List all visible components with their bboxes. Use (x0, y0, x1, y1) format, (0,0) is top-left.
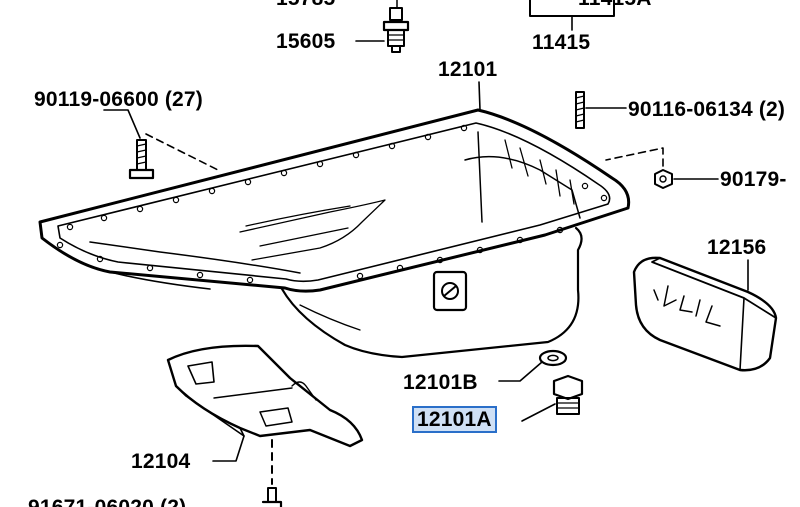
bolt-91671-illustration (261, 439, 283, 507)
washer-12101b-illustration (538, 349, 568, 367)
callout-12101b[interactable]: 12101B (403, 371, 478, 394)
callout-12101[interactable]: 12101 (438, 58, 498, 81)
callout-90179[interactable]: 90179- (720, 168, 787, 191)
callout-top-partial-right[interactable]: 11415A (578, 0, 652, 9)
gasket-11415-illustration (529, 0, 615, 31)
baffle-12156-illustration (632, 256, 778, 372)
drain-plug-12101a-illustration (552, 374, 584, 415)
callout-90116-06134[interactable]: 90116-06134 (2) (628, 98, 786, 121)
stud-90116-illustration (575, 91, 585, 129)
callout-top-partial-left[interactable]: 15785 (276, 0, 335, 9)
strainer-12104-illustration (166, 344, 364, 448)
callout-12156[interactable]: 12156 (707, 236, 767, 259)
bolt-15605-illustration (382, 0, 410, 53)
callout-12101a-selected[interactable]: 12101A (412, 406, 497, 433)
callout-90119-06600[interactable]: 90119-06600 (27) (34, 88, 204, 111)
callout-12104[interactable]: 12104 (131, 450, 191, 473)
leader-lines (103, 40, 749, 462)
callout-15605[interactable]: 15605 (276, 30, 336, 53)
nut-90179-illustration (605, 147, 673, 189)
oil-pan-illustration (38, 108, 631, 359)
bolt-90119-illustration (128, 133, 219, 180)
callout-bottom-partial[interactable]: 91671-06020 (2) (28, 497, 186, 507)
callout-11415[interactable]: 11415 (532, 31, 591, 54)
